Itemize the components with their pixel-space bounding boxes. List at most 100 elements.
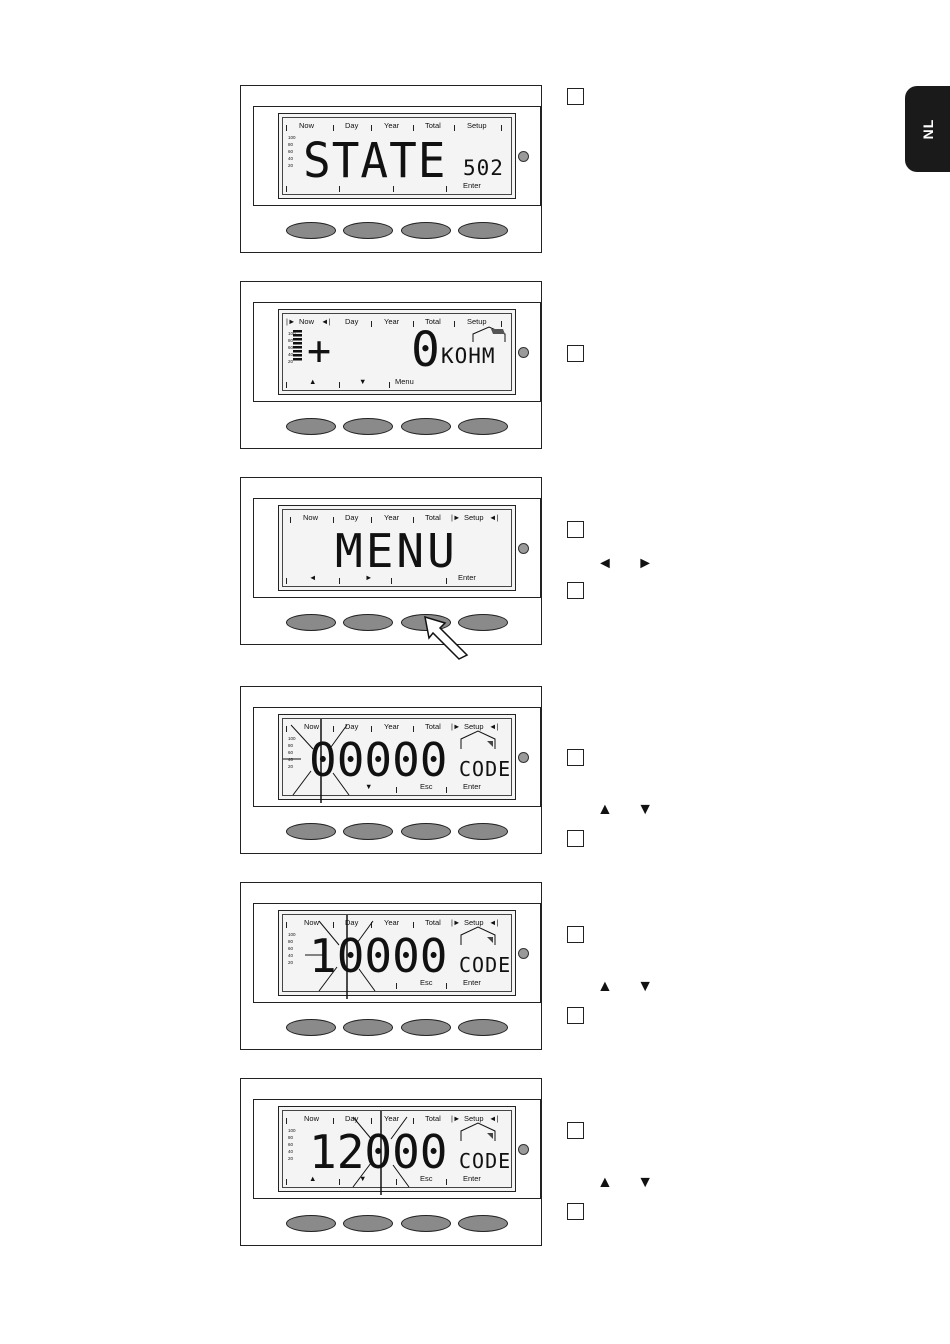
press-pointer-arrow-icon (424, 615, 469, 660)
key-3[interactable] (401, 418, 451, 435)
arrow-left-icon: ◄| (489, 918, 499, 927)
label-year: Year (384, 513, 400, 522)
key-4[interactable] (458, 614, 508, 631)
segment-main-text: STATE (303, 132, 447, 189)
arrow-left-icon: ◄| (489, 1114, 499, 1123)
label-day: Day (345, 722, 359, 731)
key-2[interactable] (343, 1019, 393, 1036)
arrow-left-icon: ◄| (489, 722, 499, 731)
key-3[interactable] (401, 222, 451, 239)
label-year: Year (384, 121, 400, 130)
label-setup: Setup (467, 317, 487, 326)
status-led (518, 752, 529, 763)
key-4[interactable] (458, 418, 508, 435)
arrow-left-icon: ◄ (309, 573, 317, 582)
status-led (518, 948, 529, 959)
key-2[interactable] (343, 222, 393, 239)
arrow-right-icon: ► (365, 573, 373, 582)
key-2[interactable] (343, 823, 393, 840)
label-year: Year (384, 918, 400, 927)
key-4[interactable] (458, 222, 508, 239)
solar-panel-house-icon (472, 326, 506, 342)
label-now: Now (299, 121, 315, 130)
lcd-screen: Now Day Year Total |► Setup ◄| 100806040… (278, 714, 516, 803)
label-day: Day (345, 317, 359, 326)
language-tab-label: NL (920, 118, 936, 140)
display-bezel: Now Day Year Total |► Setup ◄| MENU ◄ ► … (253, 498, 541, 598)
segment-sign: + (307, 328, 333, 374)
house-icon (460, 1122, 496, 1141)
key-1[interactable] (286, 418, 336, 435)
label-enter: Enter (463, 978, 481, 987)
step-checkbox[interactable] (567, 345, 584, 362)
segment-code-label: CODE (459, 1149, 512, 1173)
step-checkbox[interactable] (567, 830, 584, 847)
step-checkbox[interactable] (567, 1007, 584, 1024)
step-checkbox[interactable] (567, 926, 584, 943)
step-checkbox[interactable] (567, 88, 584, 105)
segment-code-label: CODE (459, 757, 512, 781)
segment-code-value: 12000 (309, 1125, 448, 1179)
label-total: Total (425, 121, 441, 130)
key-3[interactable] (401, 1215, 451, 1232)
arrow-right-icon: |► (451, 513, 461, 522)
bar-graph-icon (293, 330, 302, 361)
segment-main-value: 0 (411, 322, 441, 378)
segment-main-text: MENU (335, 524, 458, 578)
house-icon (460, 926, 496, 945)
label-enter: Enter (463, 782, 481, 791)
house-icon (460, 730, 496, 749)
label-year: Year (384, 722, 400, 731)
step-checkbox[interactable] (567, 1203, 584, 1220)
step-checkbox[interactable] (567, 582, 584, 599)
key-1[interactable] (286, 1215, 336, 1232)
label-total: Total (425, 317, 441, 326)
up-down-arrow-icons: ▲ ▼ (597, 801, 664, 818)
key-4[interactable] (458, 1019, 508, 1036)
label-setup: Setup (464, 918, 484, 927)
key-1[interactable] (286, 222, 336, 239)
step-checkbox[interactable] (567, 1122, 584, 1139)
arrow-right-icon: |► (451, 1114, 461, 1123)
key-2[interactable] (343, 614, 393, 631)
key-1[interactable] (286, 614, 336, 631)
status-led (518, 543, 529, 554)
step-checkbox[interactable] (567, 521, 584, 538)
key-2[interactable] (343, 1215, 393, 1232)
key-4[interactable] (458, 1215, 508, 1232)
key-2[interactable] (343, 418, 393, 435)
label-year: Year (384, 1114, 400, 1123)
display-bezel: Now Day Year Total |► Setup ◄| 100806040… (253, 707, 541, 807)
step-checkbox[interactable] (567, 749, 584, 766)
arrow-down-icon: ▼ (359, 377, 367, 386)
label-enter: Enter (463, 181, 481, 190)
key-1[interactable] (286, 1019, 336, 1036)
segment-unit-text: KOHM (441, 344, 496, 368)
label-setup: Setup (467, 121, 487, 130)
arrow-up-icon: ▲ (309, 377, 317, 386)
language-tab: NL (905, 86, 950, 172)
arrow-left-icon: ◄| (489, 513, 499, 522)
label-day: Day (345, 1114, 359, 1123)
key-4[interactable] (458, 823, 508, 840)
label-now: Now (304, 722, 320, 731)
key-3[interactable] (401, 823, 451, 840)
label-enter: Enter (463, 1174, 481, 1183)
key-1[interactable] (286, 823, 336, 840)
arrow-right-icon: |► (451, 918, 461, 927)
label-day: Day (345, 121, 359, 130)
key-3[interactable] (401, 1019, 451, 1036)
arrow-right-icon: |► (286, 317, 296, 326)
blinking-digit-indicator (305, 915, 376, 999)
inverter-display-panel-menu: Now Day Year Total |► Setup ◄| MENU ◄ ► … (240, 477, 542, 660)
label-menu: Menu (395, 377, 414, 386)
